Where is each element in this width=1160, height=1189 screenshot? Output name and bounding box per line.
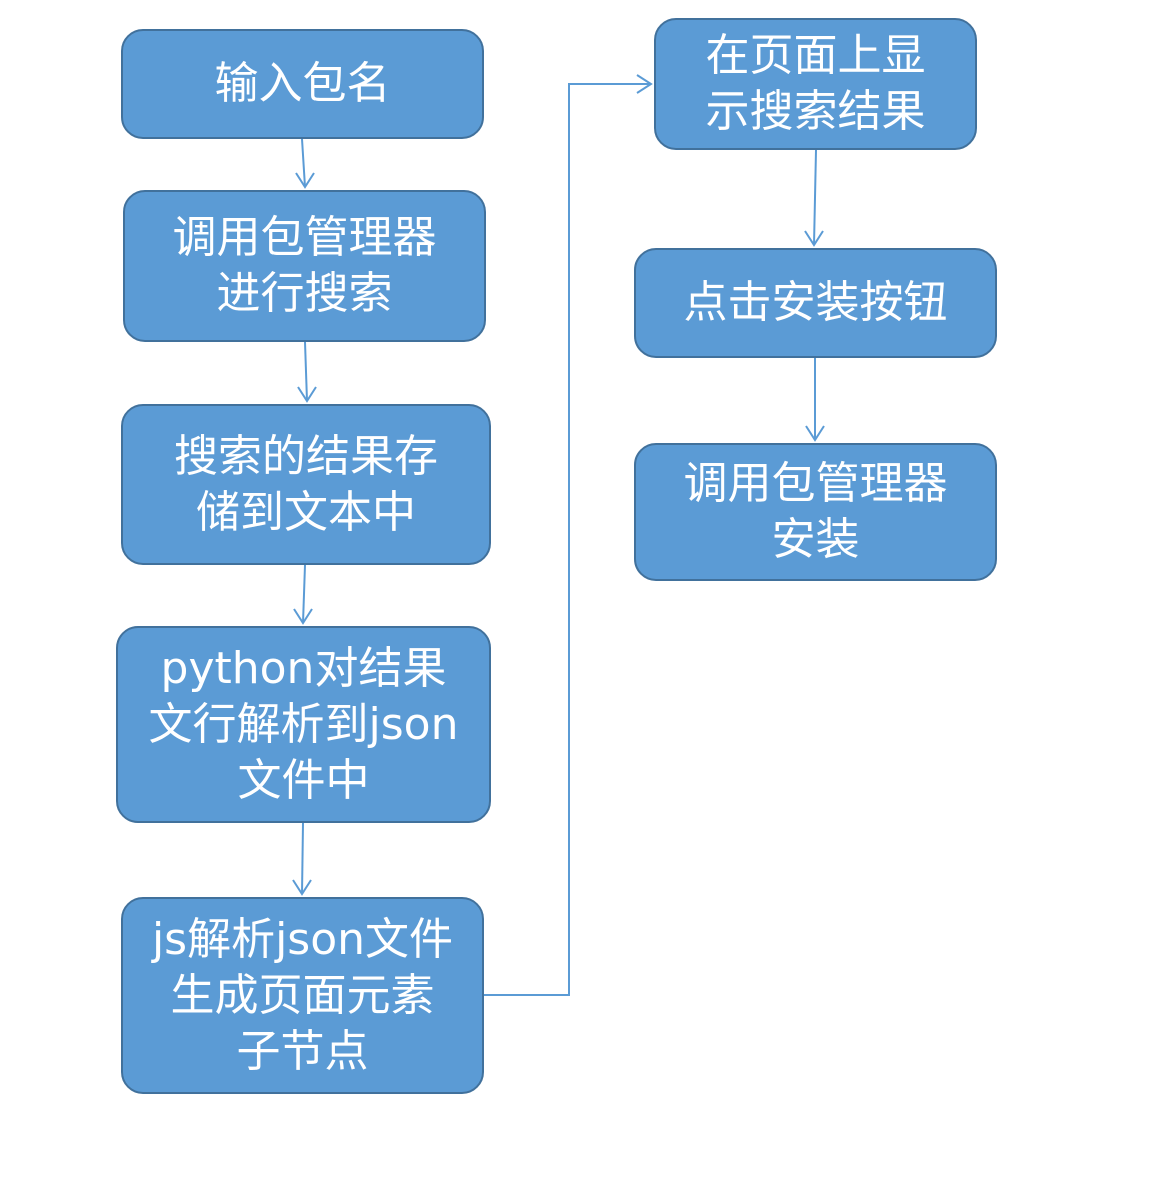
node-label: 搜索的结果存 储到文本中 <box>131 429 481 541</box>
node-label: js解析json文件 生成页面元素 子节点 <box>131 912 474 1080</box>
connector-js-to-display <box>484 83 651 996</box>
connector-search-to-store <box>304 341 308 402</box>
node-label: python对结果 文行解析到json 文件中 <box>126 641 481 809</box>
connector-click-to-install-arrowhead <box>805 425 825 442</box>
node-call-package-manager-search: 调用包管理器 进行搜索 <box>123 190 486 342</box>
node-label-line: 输入包名 <box>214 58 391 109</box>
connector-input-to-search-arrowhead <box>295 172 315 189</box>
node-label-line: 搜索的结果存 <box>174 430 438 482</box>
node-js-parse-json-generate-nodes: js解析json文件 生成页面元素 子节点 <box>121 897 484 1094</box>
connector-python-to-js <box>301 822 304 895</box>
node-label-line: 调用包管理器 <box>172 212 437 263</box>
node-label: 在页面上显 示搜索结果 <box>664 28 967 140</box>
node-label-line: 子节点 <box>236 1025 369 1077</box>
node-label-line: 安装 <box>771 514 860 565</box>
connector-search-to-store-arrowhead <box>297 386 317 403</box>
node-call-package-manager-install: 调用包管理器 安装 <box>634 443 997 581</box>
node-label-line: 储到文本中 <box>196 486 416 538</box>
connector-display-to-click-arrowhead <box>804 230 824 247</box>
connector-display-to-click <box>813 149 817 246</box>
node-python-parse-to-json: python对结果 文行解析到json 文件中 <box>116 626 491 823</box>
node-label-line: js解析json文件 <box>151 913 454 965</box>
node-label: 调用包管理器 安装 <box>644 456 987 568</box>
node-display-search-results: 在页面上显 示搜索结果 <box>654 18 977 150</box>
node-label: 点击安装按钮 <box>644 275 987 331</box>
node-click-install-button: 点击安装按钮 <box>634 248 997 358</box>
connector-store-to-python <box>302 564 306 624</box>
connector-python-to-js-arrowhead <box>292 879 312 896</box>
node-label-line: python对结果 <box>160 642 447 694</box>
node-label-line: 生成页面元素 <box>170 969 435 1021</box>
node-label-line: 文件中 <box>237 754 370 806</box>
connector-input-to-search <box>301 138 306 188</box>
node-store-results-to-text: 搜索的结果存 储到文本中 <box>121 404 491 565</box>
node-label: 输入包名 <box>131 56 474 112</box>
connector-store-to-python-arrowhead <box>293 608 313 625</box>
node-label: 调用包管理器 进行搜索 <box>133 210 476 322</box>
connector-js-to-display-arrowhead <box>636 74 653 94</box>
node-input-package-name: 输入包名 <box>121 29 484 139</box>
node-label-line: 文行解析到json <box>148 698 459 750</box>
node-label-line: 示搜索结果 <box>705 86 926 137</box>
node-label-line: 在页面上显 <box>705 30 926 81</box>
node-label-line: 进行搜索 <box>216 268 393 319</box>
node-label-line: 点击安装按钮 <box>683 277 948 328</box>
node-label-line: 调用包管理器 <box>683 458 948 509</box>
